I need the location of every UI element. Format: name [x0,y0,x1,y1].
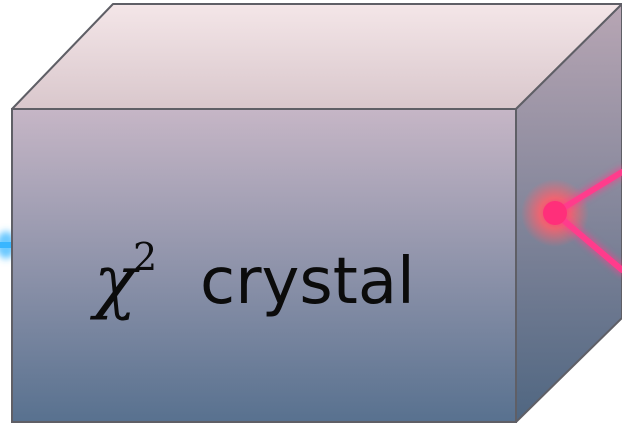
crystal-front-face [11,108,517,423]
output-beam-upper-core [552,169,622,216]
output-beam-lower-core [552,210,622,273]
output-beam-origin [543,201,567,225]
label-symbol: χ [89,240,140,322]
label-exponent: 2 [133,235,157,279]
label-word: crystal [200,245,415,319]
crystal-label: χ 2 crystal [89,235,415,322]
output-beams [521,166,622,276]
